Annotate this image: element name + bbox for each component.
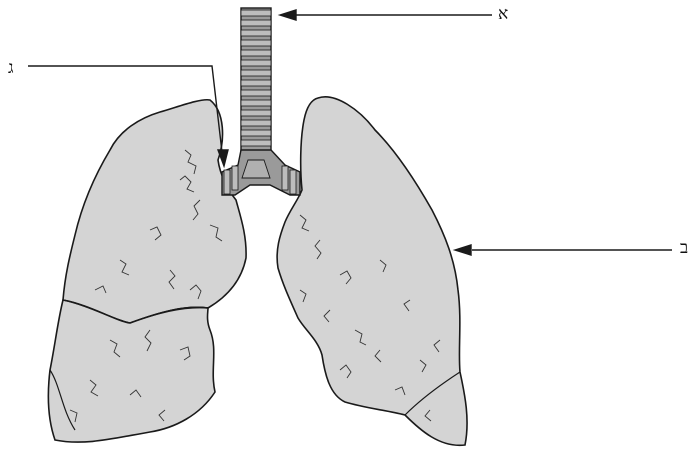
bronchi (222, 150, 300, 195)
trachea (241, 8, 271, 158)
left-lung (277, 97, 467, 446)
label-trachea: א (498, 6, 508, 23)
right-lung-upper-lobe (63, 100, 246, 323)
label-bronchus: ג (8, 60, 14, 77)
label-left-lung: ב (680, 240, 688, 257)
